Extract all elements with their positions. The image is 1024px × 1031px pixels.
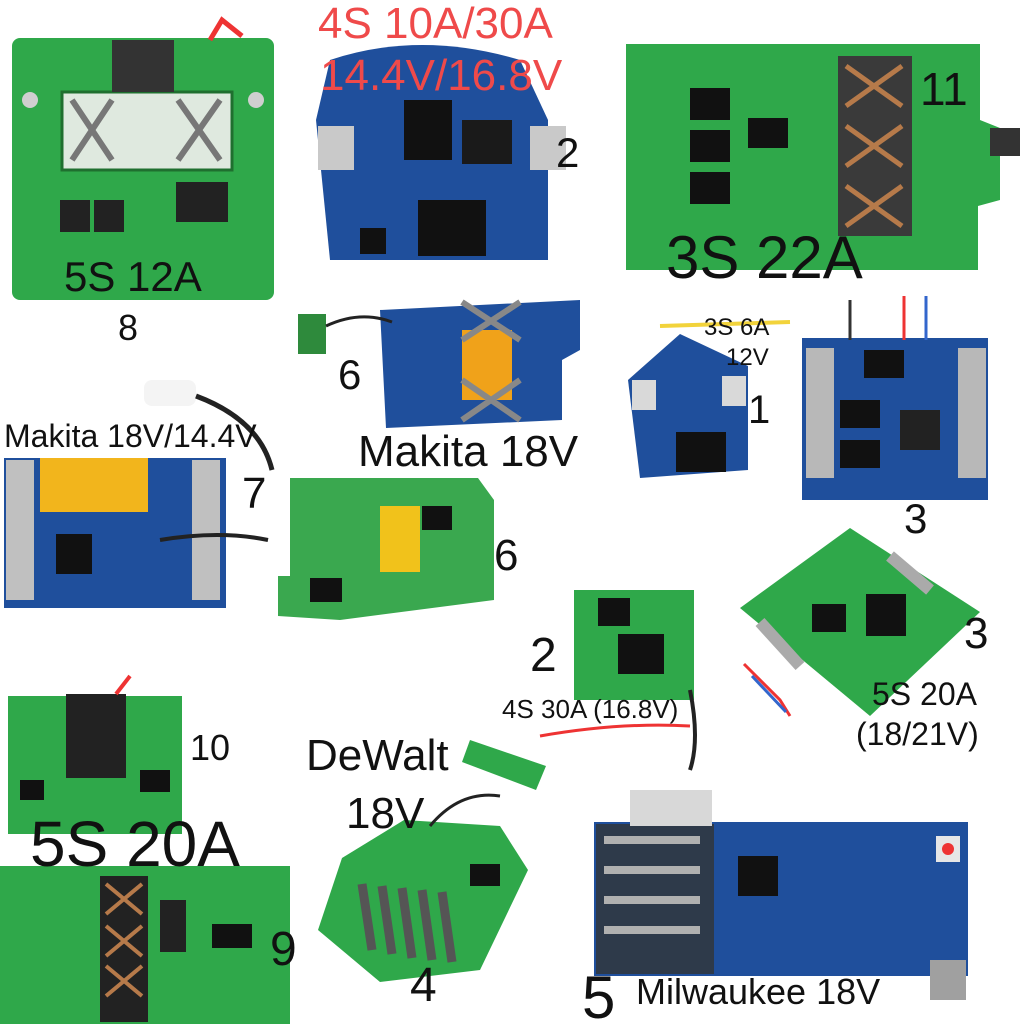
board-4-number: 4 (410, 959, 437, 1012)
board-11-pcb (626, 44, 1020, 270)
board-11-number: 11 (920, 63, 968, 115)
board-2-top-title-line2: 14.4V/16.8V (320, 51, 563, 100)
board-9-pcb (0, 866, 290, 1024)
board-3-top-number: 3 (904, 495, 928, 542)
board-6-mid-pcb (278, 478, 494, 620)
board-7-title: Makita 18V/14.4V (4, 418, 257, 454)
board-6-top-pcb (298, 299, 580, 428)
board-2-top-title-line1: 4S 10A/30A (318, 0, 553, 48)
board-3-mid-pcb (740, 528, 980, 717)
board-4-pcb (318, 740, 546, 982)
board-7-number: 7 (242, 469, 267, 518)
board-5-number: 5 (582, 964, 616, 1031)
board-5-title: Milwaukee 18V (636, 971, 881, 1012)
board-3-mid-title-line2: (18/21V) (856, 716, 979, 752)
board-10-title: 5S 20A (30, 808, 240, 880)
board-3-top-pcb (802, 296, 988, 500)
board-1-title-line2: 12V (726, 344, 769, 371)
board-1-title-line1: 3S 6A (704, 314, 770, 341)
board-6-top-title: Makita 18V (358, 427, 579, 476)
board-5-pcb (594, 790, 968, 1000)
board-1-number: 1 (748, 388, 771, 432)
board-2-mid-pcb (539, 590, 697, 771)
board-10-number: 10 (190, 727, 231, 768)
board-8-number: 8 (118, 307, 139, 348)
board-6-mid-number: 6 (494, 531, 519, 580)
board-10-pcb (8, 674, 182, 834)
board-8-pcb (12, 16, 274, 300)
board-dewalt-title-line2: 18V (346, 789, 425, 838)
board-2-mid-title: 4S 30A (16.8V) (502, 694, 679, 724)
board-dewalt-title-line1: DeWalt (306, 731, 449, 780)
board-6-top-number: 6 (338, 351, 362, 398)
board-9-number: 9 (270, 923, 297, 976)
board-3-mid-title-line1: 5S 20A (872, 676, 977, 712)
board-7-pcb (4, 380, 275, 608)
board-2-mid-number: 2 (530, 629, 557, 682)
board-3-mid-number: 3 (964, 609, 989, 658)
board-2-top-number: 2 (556, 129, 580, 176)
board-1-pcb (628, 320, 791, 478)
board-11-title: 3S 22A (666, 224, 863, 291)
board-8-title: 5S 12A (64, 253, 202, 300)
board-2-top-pcb (316, 45, 566, 260)
